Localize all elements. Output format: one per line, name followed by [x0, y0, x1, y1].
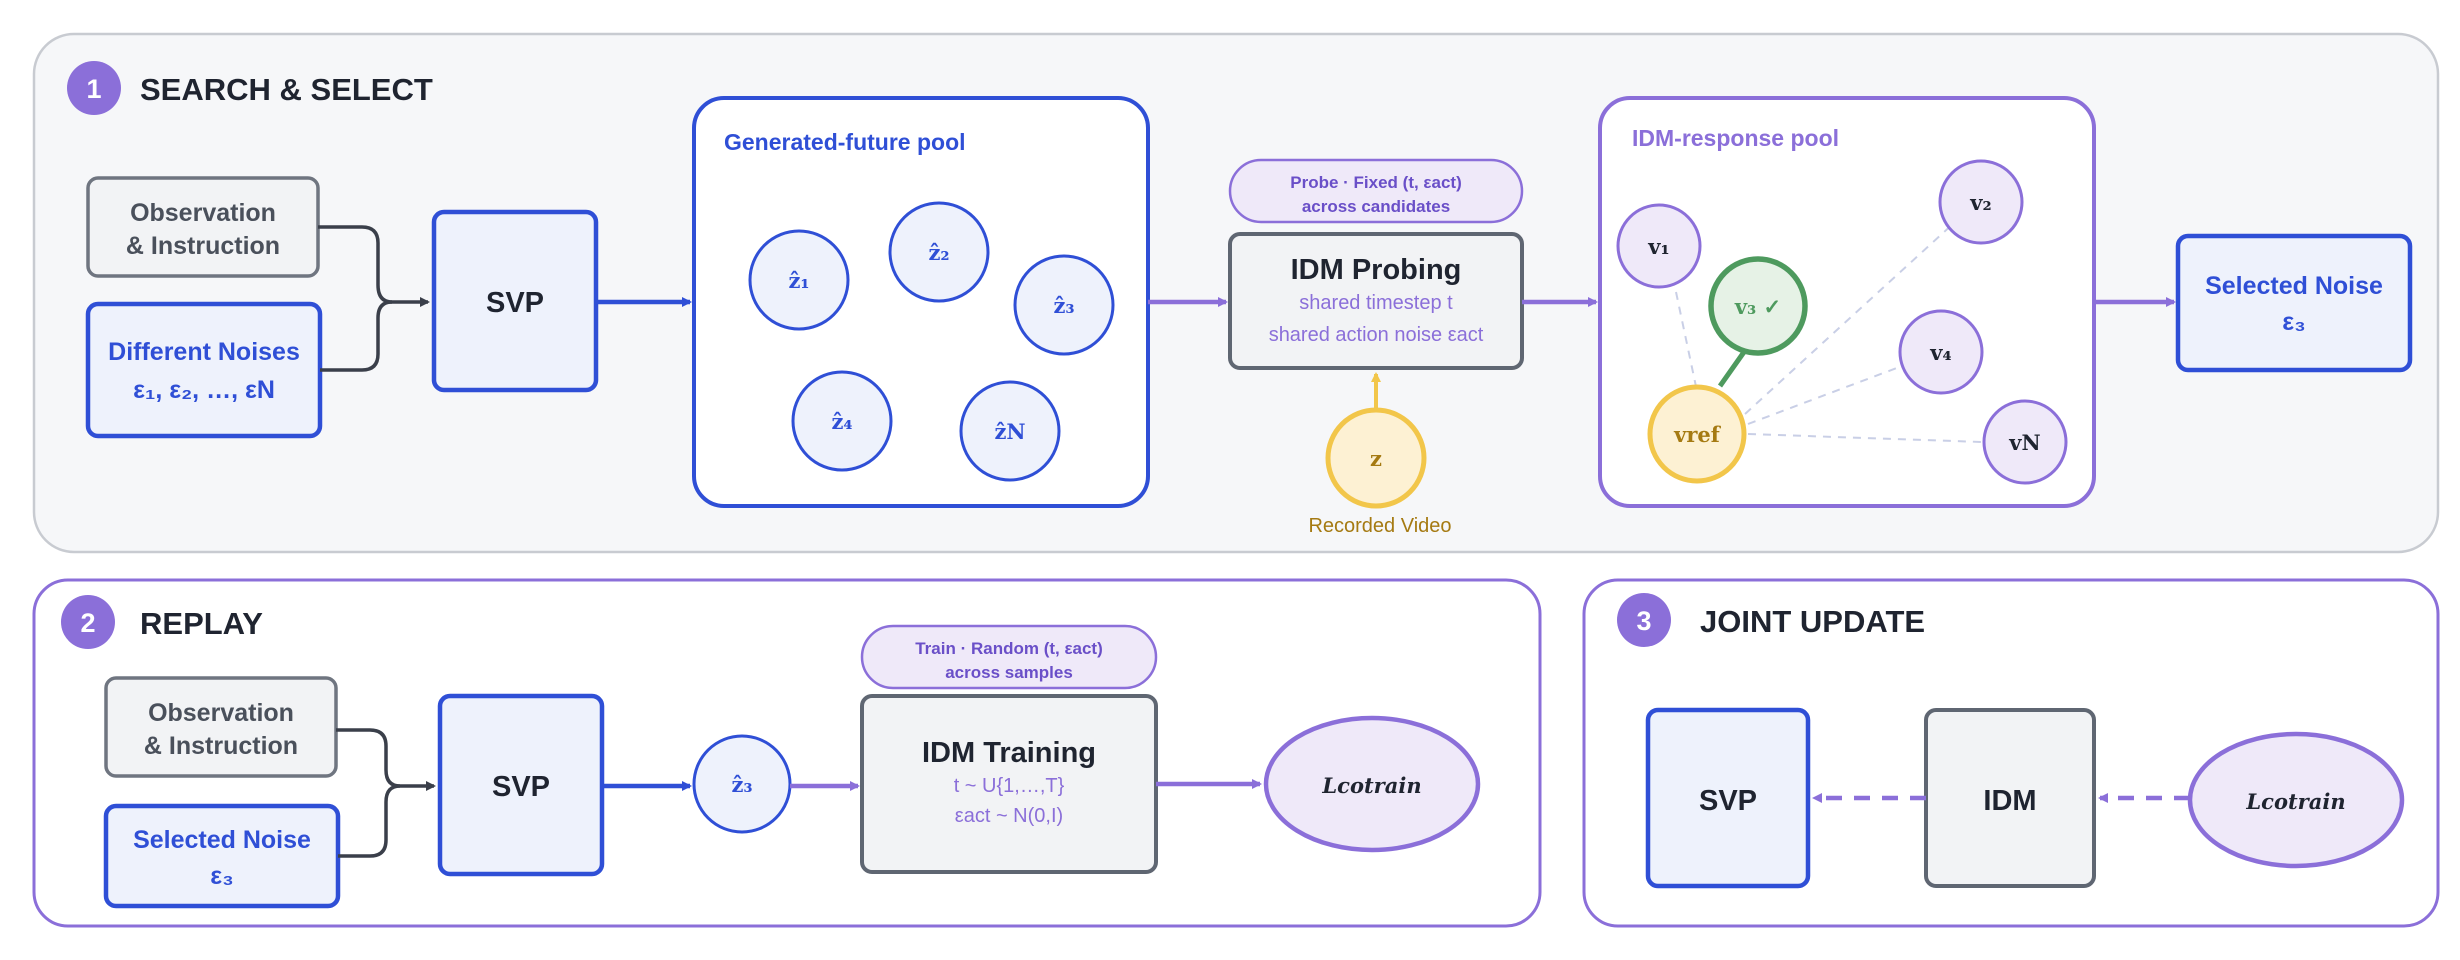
panel-number-badge	[67, 61, 121, 115]
replay-selected-noise-title: Selected Noise	[133, 826, 311, 854]
replay-loss-node	[1263, 715, 1481, 853]
panel-number: 3	[1636, 606, 1651, 636]
response-node-label: vN	[2008, 430, 2040, 455]
pool-node: ẑ₂	[888, 201, 990, 303]
joint-loss-label: Lcotrain	[2245, 789, 2345, 814]
joint-idm-label: IDM	[1983, 785, 2036, 817]
response-node: v₂	[1938, 159, 2024, 245]
pool-node-label: ẑN	[994, 419, 1025, 444]
generated-pool-title: Generated-future pool	[724, 129, 966, 155]
selected-noise-formula: ε₃	[2282, 308, 2305, 336]
observation-box	[86, 176, 320, 278]
joint-svp-label: SVP	[1699, 785, 1757, 817]
pool-node: ẑ₃	[1013, 254, 1115, 356]
probe-tag	[1228, 158, 1524, 224]
svp-label: SVP	[486, 287, 544, 319]
replay-observation-line2: & Instruction	[144, 732, 298, 760]
recorded-video-node	[1325, 407, 1427, 509]
probe-tag-line2: across candidates	[1302, 197, 1450, 216]
response-node-label: v₄	[1929, 340, 1951, 365]
pool-node-label: ẑ₃	[1053, 293, 1074, 318]
idm-training-line2: εact ~ N(0,I)	[955, 805, 1063, 827]
response-node-label: v₃ ✓	[1734, 294, 1781, 319]
pool-node-label: ẑ₂	[928, 240, 949, 265]
selected-noise-title: Selected Noise	[2205, 272, 2383, 300]
pool-node: ẑN	[959, 380, 1061, 482]
best-match-link	[1717, 350, 1747, 388]
similarity-links	[1675, 221, 1983, 443]
pool-node: ẑ₄	[791, 370, 893, 472]
pool-node-label: ẑ₄	[831, 409, 852, 434]
panel-number: 1	[86, 74, 101, 104]
selected-noise-box	[2175, 233, 2413, 373]
observation-label-line1: Observation	[130, 199, 276, 227]
train-tag-line2: across samples	[945, 663, 1073, 682]
idm-training-title: IDM Training	[922, 737, 1096, 769]
panel-number-badge	[1617, 593, 1671, 647]
probe-tag-line1: Probe · Fixed (t, εact)	[1290, 173, 1461, 192]
response-node: v₁	[1616, 203, 1702, 289]
response-node-label: v₂	[1969, 190, 1991, 215]
panel-title: JOINT UPDATE	[1700, 604, 1925, 639]
different-noises-formula: ε₁, ε₂, …, εN	[133, 376, 275, 404]
panel-number: 2	[80, 608, 95, 638]
replay-z3-label: ẑ₃	[731, 772, 752, 797]
joint-svp-box	[1645, 707, 1811, 889]
train-tag-line1: Train · Random (t, εact)	[915, 639, 1103, 658]
recorded-video-label: Recorded Video	[1308, 515, 1451, 537]
idm-probing-line1: shared timestep t	[1299, 292, 1453, 314]
panel-title: SEARCH & SELECT	[140, 72, 433, 107]
replay-selected-noise-box	[103, 803, 341, 909]
response-node-label: v₁	[1647, 234, 1669, 259]
recorded-video-node-label: z	[1370, 446, 1382, 471]
idm-probing-title: IDM Probing	[1291, 254, 1462, 286]
pool-node-label: ẑ₁	[788, 268, 809, 293]
pool-node: ẑ₁	[748, 229, 850, 331]
reference-node: vref	[1647, 384, 1747, 484]
response-node: v₄	[1898, 309, 1984, 395]
connector-replay-noise-to-svp	[338, 784, 401, 858]
response-node-selected: v₃ ✓	[1708, 256, 1808, 356]
panel-number-badge	[61, 595, 115, 649]
response-node: vN	[1982, 399, 2068, 485]
observation-label-line2: & Instruction	[126, 232, 280, 260]
response-node-label: vref	[1673, 422, 1722, 447]
replay-observation-line1: Observation	[148, 699, 294, 727]
different-noises-title: Different Noises	[108, 338, 300, 366]
replay-loss-label: Lcotrain	[1321, 773, 1421, 798]
idm-training-line1: t ~ U{1,…,T}	[954, 775, 1065, 797]
replay-observation-box	[104, 676, 338, 778]
train-tag	[860, 624, 1158, 690]
panel-title: REPLAY	[140, 606, 263, 641]
panel-replay	[32, 578, 1542, 928]
replay-svp-label: SVP	[492, 771, 550, 803]
idm-probing-line2: shared action noise εact	[1269, 324, 1484, 346]
response-pool-title: IDM-response pool	[1632, 125, 1839, 151]
replay-selected-noise-formula: ε₃	[210, 862, 233, 890]
connector-noises-to-svp	[320, 300, 393, 372]
different-noises-box	[85, 301, 323, 439]
